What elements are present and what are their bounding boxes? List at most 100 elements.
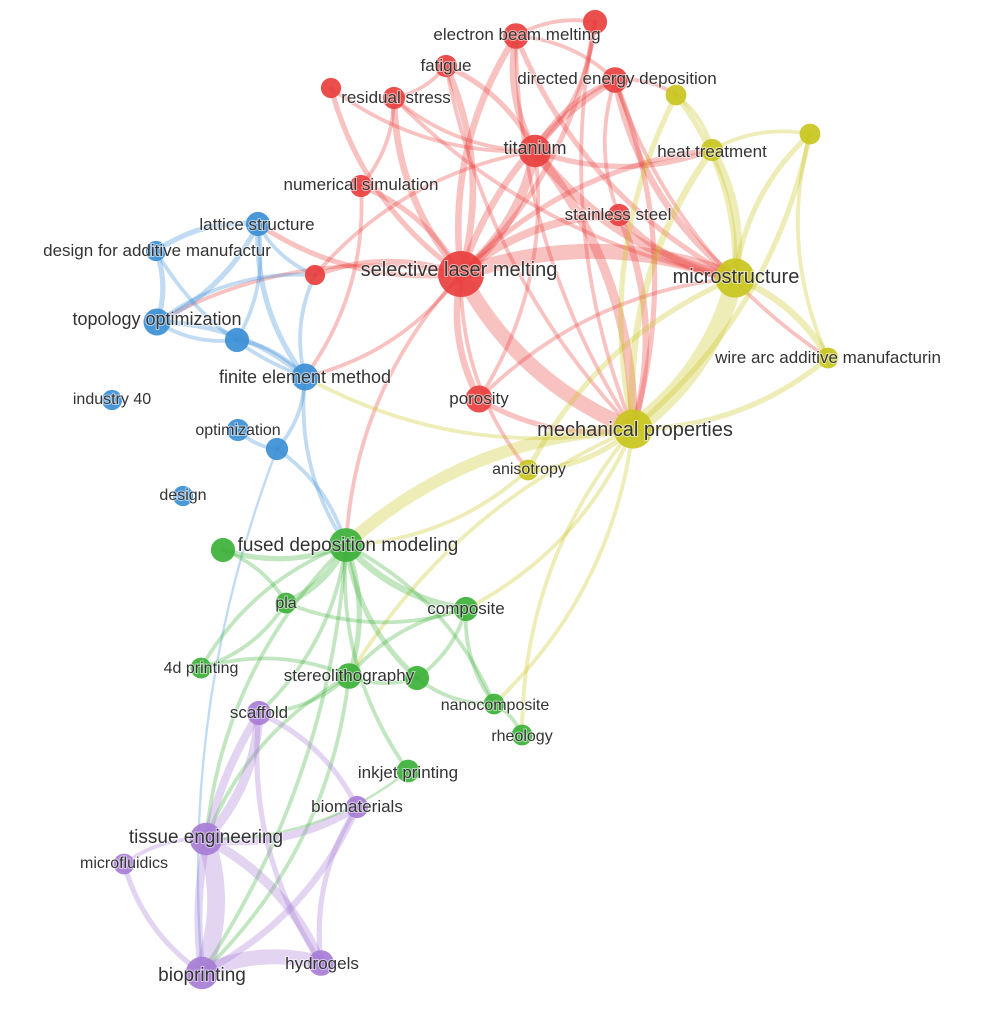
node-nano[interactable] xyxy=(483,693,505,715)
node-hyd[interactable] xyxy=(308,950,334,976)
node-label-nano: nanocomposite xyxy=(441,697,550,714)
label-layer: selective laser meltingtitaniumelectron … xyxy=(42,24,942,987)
node-ht[interactable] xyxy=(700,138,724,162)
node-label-por: porosity xyxy=(449,389,509,408)
edge-to-r1 xyxy=(155,272,317,324)
node-te[interactable] xyxy=(189,822,223,856)
edge-ti-mp xyxy=(530,146,638,434)
node-label-ti: titanium xyxy=(503,138,566,158)
node-fem[interactable] xyxy=(291,363,319,391)
edge-ms-y2 xyxy=(732,131,813,281)
edge-ss-mp xyxy=(615,211,650,433)
edge-slm-lat xyxy=(255,221,464,279)
edge-fem-fdm xyxy=(301,375,348,547)
node-b1[interactable] xyxy=(224,327,250,353)
edge-sla-te xyxy=(204,674,351,841)
node-ss[interactable] xyxy=(607,203,631,227)
node-y2[interactable] xyxy=(799,123,821,145)
node-mp[interactable] xyxy=(613,409,653,449)
node-ti[interactable] xyxy=(518,134,552,168)
node-lat[interactable] xyxy=(245,211,271,237)
node-ded[interactable] xyxy=(602,67,628,93)
node-ebm[interactable] xyxy=(503,23,529,49)
node-label-ink: inkjet printing xyxy=(358,763,458,782)
node-label-slm: selective laser melting xyxy=(361,259,558,281)
node-slm[interactable] xyxy=(438,251,484,297)
node-label-ded: directed energy deposition xyxy=(517,69,716,88)
node-label-scaf: scaffold xyxy=(230,703,288,722)
edge-lat-fem xyxy=(255,221,308,380)
node-ns[interactable] xyxy=(349,174,373,198)
node-to[interactable] xyxy=(143,308,171,336)
node-rs[interactable] xyxy=(382,86,406,110)
node-label-ani: anisotropy xyxy=(492,461,566,478)
edge-slm-r3 xyxy=(458,19,598,277)
edge-slm-ht xyxy=(458,147,715,277)
node-des[interactable] xyxy=(172,485,194,507)
node-dfam[interactable] xyxy=(145,240,167,262)
node-b2[interactable] xyxy=(265,437,289,461)
node-g2[interactable] xyxy=(404,665,430,691)
node-r3[interactable] xyxy=(582,9,608,35)
edge-ns-fem xyxy=(303,184,364,379)
node-i40[interactable] xyxy=(101,389,123,411)
edge-slm-mp xyxy=(453,266,641,437)
edge-slm-rs xyxy=(390,94,465,278)
node-label-sla: stereolithography xyxy=(284,666,415,685)
edge-mp-rheo xyxy=(520,427,635,737)
edge-ded-ms xyxy=(611,76,739,282)
node-r1[interactable] xyxy=(304,264,326,286)
node-r2[interactable] xyxy=(320,77,342,99)
edge-dfam-fem xyxy=(154,249,307,379)
node-label-pla: pla xyxy=(275,595,296,612)
edge-comp-nano xyxy=(463,607,496,706)
node-mf[interactable] xyxy=(113,853,135,875)
edge-fdm-4dp xyxy=(199,543,348,670)
node-comp[interactable] xyxy=(453,596,479,622)
node-rheo[interactable] xyxy=(511,724,533,746)
edge-mp-fem xyxy=(303,375,635,441)
edge-mp-nano xyxy=(492,427,635,706)
node-label-ss: stainless steel xyxy=(565,205,672,224)
edge-te-bp xyxy=(193,830,225,982)
edge-ti-ms xyxy=(530,146,740,283)
edge-fdm-scaf xyxy=(257,543,348,715)
node-y1[interactable] xyxy=(665,84,687,106)
node-opt[interactable] xyxy=(226,418,250,442)
node-ms[interactable] xyxy=(715,258,755,298)
node-label-te: tissue engineering xyxy=(129,827,283,848)
node-label-fat: fatigue xyxy=(420,56,471,75)
node-g1[interactable] xyxy=(210,537,236,563)
node-fdm[interactable] xyxy=(329,528,363,562)
node-scaf[interactable] xyxy=(246,700,272,726)
node-ani[interactable] xyxy=(517,459,539,481)
node-bp[interactable] xyxy=(185,956,219,990)
edge-b2-bp xyxy=(196,447,279,975)
node-sla[interactable] xyxy=(336,663,362,689)
node-por[interactable] xyxy=(465,385,493,413)
edge-ani-fdm xyxy=(344,468,530,547)
node-label-comp: composite xyxy=(427,599,504,618)
edge-fdm-g2 xyxy=(343,542,420,681)
node-waam[interactable] xyxy=(817,347,839,369)
node-label-bp: bioprinting xyxy=(158,965,246,986)
node-label-mp: mechanical properties xyxy=(537,419,733,441)
edge-por-ms xyxy=(477,276,737,401)
edge-slm-to xyxy=(155,263,463,324)
edge-bp-bio xyxy=(198,803,361,977)
edge-ti-r1 xyxy=(313,149,537,277)
node-layer xyxy=(101,9,839,990)
edge-bp-mf xyxy=(121,861,205,976)
edge-rs-ms xyxy=(392,96,737,280)
node-pla[interactable] xyxy=(275,592,297,614)
node-ink[interactable] xyxy=(396,759,420,783)
node-4dp[interactable] xyxy=(190,657,212,679)
edge-fem-r1 xyxy=(298,273,317,379)
edge-ms-ani xyxy=(525,275,738,473)
edge-ebm-ms xyxy=(513,33,738,281)
node-fat[interactable] xyxy=(434,54,458,78)
edge-mp-fdm xyxy=(339,422,640,552)
edge-fdm-nano xyxy=(344,543,496,706)
node-bio[interactable] xyxy=(345,795,369,819)
